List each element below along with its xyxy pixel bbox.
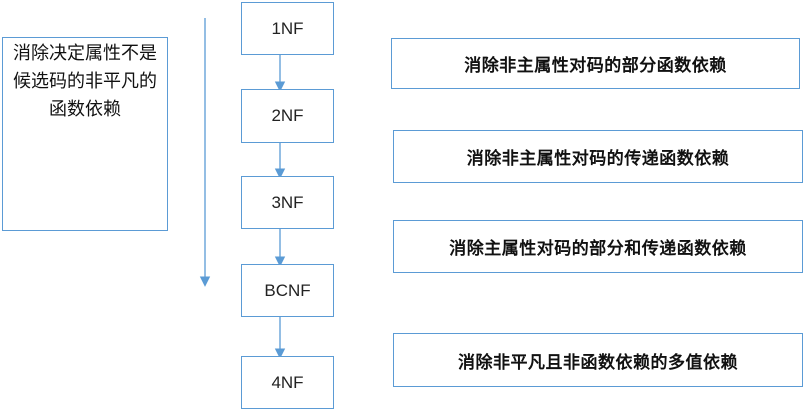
nf-label-1nf: 1NF [271, 18, 304, 38]
step-box-2: 消除非主属性对码的传递函数依赖 [393, 130, 803, 183]
nf-label-3nf: 3NF [271, 192, 304, 212]
nf-label-bcnf: BCNF [264, 280, 311, 300]
nf-box-1nf: 1NF [241, 2, 334, 55]
nf-box-bcnf: BCNF [241, 264, 334, 317]
step-text-3: 消除主属性对码的部分和传递函数依赖 [449, 239, 747, 259]
nf-label-4nf: 4NF [271, 372, 304, 392]
nf-box-4nf: 4NF [241, 356, 334, 409]
left-note-box: 消除决定属性不是候选码的非平凡的函数依赖 [2, 37, 168, 231]
step-box-1: 消除非主属性对码的部分函数依赖 [391, 38, 800, 89]
step-text-1: 消除非主属性对码的部分函数依赖 [464, 56, 727, 76]
nf-box-3nf: 3NF [241, 176, 334, 229]
step-text-4: 消除非平凡且非函数依赖的多值依赖 [458, 352, 738, 373]
nf-label-2nf: 2NF [271, 106, 304, 125]
left-note-text: 消除决定属性不是候选码的非平凡的函数依赖 [13, 43, 157, 120]
step-text-2: 消除非主属性对码的传递函数依赖 [466, 149, 730, 169]
step-box-3: 消除主属性对码的部分和传递函数依赖 [393, 220, 803, 273]
step-box-4: 消除非平凡且非函数依赖的多值依赖 [393, 333, 803, 387]
nf-box-2nf: 2NF [241, 89, 334, 143]
